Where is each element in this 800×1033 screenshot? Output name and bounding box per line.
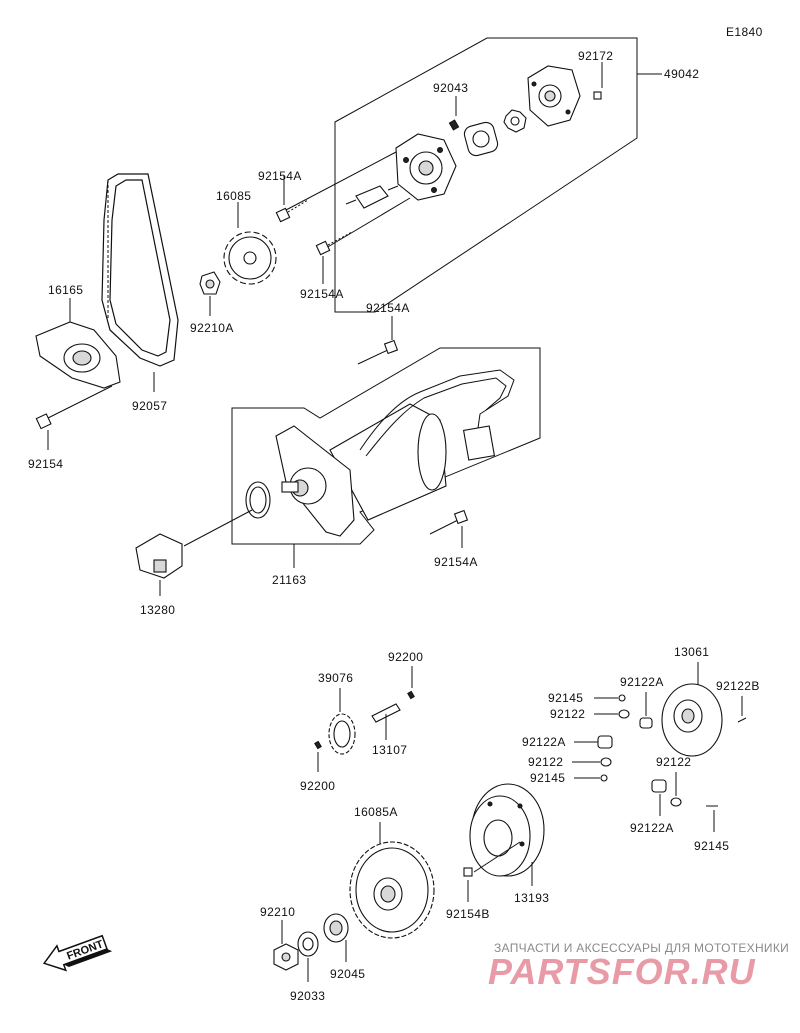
starter-gear-group: 16085A 92045 92033 92210 [260, 805, 435, 1003]
label-39076: 39076 [318, 671, 353, 685]
label-92122A-bottom: 92122A [630, 821, 674, 835]
label-92145-top: 92145 [548, 691, 583, 705]
label-92043: 92043 [433, 81, 468, 95]
label-92122A-top: 92122A [620, 675, 664, 689]
rotor-group: 92154B 13193 [446, 783, 549, 921]
flywheel-group: 13061 92122B 92122A 92145 92122 92122A 9… [522, 645, 760, 853]
starter-clutch-assembly: 49042 92172 92043 92 [258, 37, 699, 313]
watermark: ЗАПЧАСТИ И АКСЕССУАРЫ ДЛЯ МОТОТЕХНИКИ PA… [488, 941, 789, 992]
label-21163: 21163 [272, 573, 306, 587]
cam-chain-and-sprocket: 92057 16085 92210A 16165 92154 [28, 173, 277, 471]
label-13107: 13107 [372, 743, 407, 757]
label-92200-top: 92200 [388, 650, 423, 664]
label-92154B: 92154B [446, 907, 490, 921]
label-13061: 13061 [674, 645, 709, 659]
label-13193: 13193 [514, 891, 549, 905]
label-92122B: 92122B [716, 679, 760, 693]
label-92122A-mid: 92122A [522, 735, 566, 749]
diagram-code: E1840 [726, 25, 763, 39]
label-92210A: 92210A [190, 321, 234, 335]
label-92122-b: 92122 [528, 755, 563, 769]
label-92210: 92210 [260, 905, 295, 919]
watermark-tagline: ЗАПЧАСТИ И АКСЕССУАРЫ ДЛЯ МОТОТЕХНИКИ [494, 941, 789, 955]
watermark-logo: PARTSFOR.RU [488, 951, 756, 992]
label-16085A: 16085A [354, 805, 398, 819]
front-direction-arrow: FRONT [42, 934, 113, 972]
label-92145-bottom: 92145 [694, 839, 729, 853]
label-92154A-upper-bolt: 92154A [366, 301, 410, 315]
label-92154A-mid: 92154A [300, 287, 344, 301]
label-92122-a: 92122 [550, 707, 585, 721]
label-92145-mid: 92145 [530, 771, 565, 785]
label-92154: 92154 [28, 457, 63, 471]
label-13280: 13280 [140, 603, 175, 617]
idle-gear-group: 92200 39076 13107 92200 [300, 650, 423, 793]
label-92200-bottom: 92200 [300, 779, 335, 793]
label-92033: 92033 [290, 989, 325, 1003]
label-92045: 92045 [330, 967, 365, 981]
label-92154A-lower-bolt: 92154A [434, 555, 478, 569]
label-16085: 16085 [216, 189, 251, 203]
label-92154A-top: 92154A [258, 169, 302, 183]
starter-motor: 21163 92154A 92154A 13280 [135, 301, 541, 617]
label-92122-c: 92122 [656, 755, 691, 769]
label-92057: 92057 [132, 399, 167, 413]
label-16165: 16165 [48, 283, 83, 297]
label-92172: 92172 [578, 49, 613, 63]
label-49042: 49042 [664, 67, 699, 81]
